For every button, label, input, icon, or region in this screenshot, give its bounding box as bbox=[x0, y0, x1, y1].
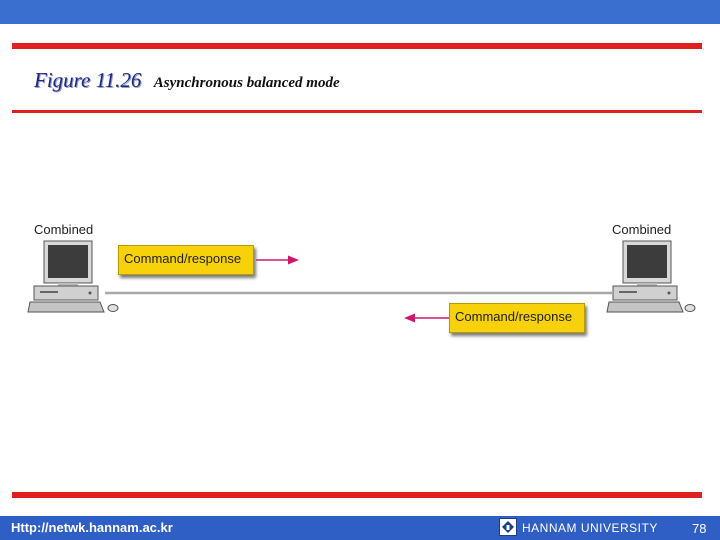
university-logo-icon bbox=[499, 518, 517, 536]
footer-rule bbox=[12, 492, 702, 498]
bottom-command-response-box: Command/response bbox=[449, 303, 585, 333]
footer-bar bbox=[0, 516, 720, 540]
page-number: 78 bbox=[692, 521, 707, 536]
arrow-right bbox=[256, 255, 299, 265]
header-rule-bottom bbox=[12, 110, 702, 113]
arrow-left bbox=[404, 313, 449, 323]
header-rule-top bbox=[12, 43, 702, 49]
left-computer-icon bbox=[27, 240, 119, 313]
top-banner bbox=[0, 0, 720, 24]
footer-university: HANNAM UNIVERSITY bbox=[522, 521, 658, 535]
footer-url: Http://netwk.hannam.ac.kr bbox=[11, 520, 173, 535]
page-title: Figure 11.26 Asynchronous balanced mode bbox=[34, 68, 340, 93]
right-station-label: Combined bbox=[612, 222, 672, 237]
top-command-response-box: Command/response bbox=[118, 245, 254, 275]
bottom-box-label: Command/response bbox=[455, 309, 573, 324]
figure-label: Figure 11.26 bbox=[34, 68, 142, 92]
right-computer-icon bbox=[606, 240, 696, 313]
top-box-label: Command/response bbox=[124, 251, 242, 266]
left-station-label: Combined bbox=[34, 222, 94, 237]
figure-caption: Asynchronous balanced mode bbox=[153, 75, 340, 91]
